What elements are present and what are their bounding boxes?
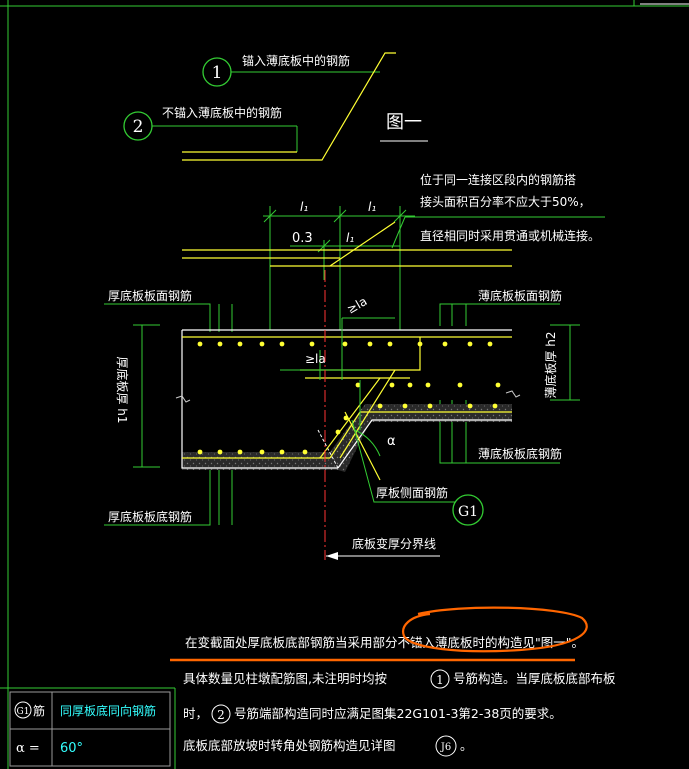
note-line-2b: 号筋构造。当厚底板底部布板 <box>453 671 616 686</box>
callout-1-text: 锚入薄底板中的钢筋 <box>242 53 350 68</box>
label-side-rebar: 厚板侧面钢筋 <box>376 485 448 500</box>
label-thin-h2: 薄底板厚 h2 <box>543 331 558 398</box>
g1-circle <box>452 494 484 526</box>
note-line-3b: 号筋端部构造同时应满足图集22G101-3第2-38页的要求。 <box>234 706 562 721</box>
hatch-bottom-left <box>182 452 338 470</box>
dim-l1-mid: l₁ <box>346 231 354 245</box>
note-detail-ref-circle <box>435 735 457 757</box>
splice-note-2: 接头面积百分率不应大于50%， <box>420 194 591 209</box>
figure-label: 图一 <box>386 112 422 133</box>
rebar-dots <box>197 341 501 455</box>
note-line-4b: 。 <box>460 738 473 753</box>
dim-l1-left: l₁ <box>300 200 308 214</box>
note-circle-1 <box>430 669 450 689</box>
dim-0-3: 0.3 <box>292 231 313 246</box>
note-line-4a: 底板底部放坡时转角处钢筋构造见详图 <box>183 738 396 753</box>
note-line-1: 在变截面处厚底板底部钢筋当采用部分不锚入薄底板时的构造见"图一"。 <box>185 635 584 650</box>
label-thin-bottom: 薄底板板底钢筋 <box>478 446 562 461</box>
note-line-3a: 时， <box>183 706 208 721</box>
legend-table <box>9 691 171 767</box>
hatch-bottom-right <box>365 404 512 422</box>
legend-g1-sym: G1 <box>17 707 30 717</box>
g1-label: G1 <box>458 504 478 520</box>
dimension-lines <box>263 206 415 330</box>
legend-alpha-sym: α = <box>16 741 40 756</box>
callout-1-number: 1 <box>212 63 223 83</box>
callout-1: 1 锚入薄底板中的钢筋 <box>182 52 396 161</box>
boundary-arrow <box>326 552 338 560</box>
break-marks <box>175 390 521 403</box>
dim-la-upper: ≥la <box>345 294 370 316</box>
legend-row1-desc: 同厚板底同向钢筋 <box>60 703 156 718</box>
legend-g1-circle <box>14 701 32 719</box>
label-thin-top: 薄底板板面钢筋 <box>478 288 562 303</box>
note-circle-2-num: 2 <box>217 708 225 722</box>
label-thick-top: 厚底板板面钢筋 <box>108 288 192 303</box>
legend-g1-suffix: 筋 <box>33 703 45 718</box>
note-circle-2 <box>211 704 231 724</box>
red-ellipse-mark <box>402 606 588 653</box>
splice-bars <box>182 221 512 267</box>
dim-la-lower: ≥la <box>305 352 326 366</box>
slab-outline-slope <box>337 419 512 469</box>
splice-note-3: 直径相同时采用贯通或机械连接。 <box>420 228 600 243</box>
note-detail-ref: J6 <box>440 742 451 753</box>
note-line-2a: 具体数量见柱墩配筋图,未注明时均按 <box>183 671 387 686</box>
label-thick-h1: 厚底板厚 h1 <box>115 356 130 423</box>
note-circle-1-num: 1 <box>436 673 444 687</box>
label-thick-bottom: 厚底板板底钢筋 <box>108 509 192 524</box>
legend-alpha-val: 60° <box>60 741 83 756</box>
hatch-slope <box>330 404 370 472</box>
splice-note-1: 位于同一连接区段内的钢筋搭 <box>420 172 576 187</box>
label-boundary: 底板变厚分界线 <box>352 536 436 551</box>
slab-outline-left <box>181 330 338 469</box>
callout-2-text: 不锚入薄底板中的钢筋 <box>162 105 282 120</box>
callout-2: 2 不锚入薄底板中的钢筋 <box>123 105 298 153</box>
label-leaders <box>104 303 580 526</box>
concrete-section <box>181 329 512 472</box>
bar-1-line <box>182 52 396 161</box>
alpha-symbol: α <box>387 434 396 449</box>
dim-l1-right: l₁ <box>368 200 376 214</box>
callout-2-number: 2 <box>133 117 144 137</box>
